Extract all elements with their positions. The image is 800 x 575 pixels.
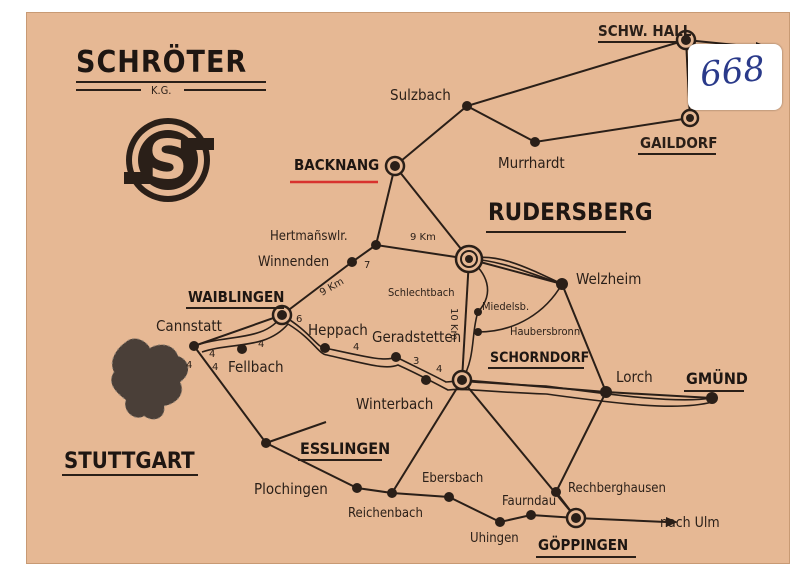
- label-uhingen: Uhingen: [470, 531, 519, 546]
- km-cannstatt-fellbach-b: 4: [212, 362, 218, 373]
- label-goeppingen: GÖPPINGEN: [538, 535, 628, 554]
- label-schorndorf: SCHORNDORF: [490, 350, 589, 366]
- label-schlechtbach: Schlechtbach: [388, 286, 455, 299]
- label-rudersberg: RUDERSBERG: [488, 198, 653, 226]
- logo-letter: S: [149, 128, 188, 191]
- label-heppach: Heppach: [308, 321, 368, 339]
- label-lorch: Lorch: [616, 368, 653, 386]
- label-geradstetten: Geradstetten: [372, 328, 461, 346]
- handwritten-note: 668: [688, 44, 782, 110]
- km-waiblingen-heppach: 6: [296, 314, 302, 325]
- km-winnenden-waiblingen: 9 Km: [318, 276, 346, 298]
- km-rudersberg-schorndorf: 10 Km: [448, 308, 459, 340]
- stops: [189, 101, 718, 527]
- label-waiblingen: WAIBLINGEN: [188, 288, 284, 306]
- label-plochingen: Plochingen: [254, 480, 328, 498]
- label-winterbach: Winterbach: [356, 395, 433, 413]
- label-welzheim: Welzheim: [576, 270, 641, 288]
- routes: [193, 39, 768, 527]
- label-haubersbronn: Haubersbronn: [510, 325, 580, 338]
- label-reichenbach: Reichenbach: [348, 506, 423, 521]
- label-sulzbach: Sulzbach: [390, 86, 451, 104]
- km-geradstetten-winterbach: 3: [413, 356, 419, 367]
- label-faurndau: Faurndau: [502, 494, 556, 509]
- label-ebersbach: Ebersbach: [422, 471, 483, 486]
- label-hertmanswlr: Hertmañswlr.: [270, 229, 348, 244]
- km-winnenden: 7: [364, 260, 370, 271]
- company-suffix: K.G.: [151, 84, 171, 97]
- km-fellbach-waiblingen: 4: [258, 339, 264, 350]
- label-schw-hall: SCHW. HALL: [598, 22, 692, 40]
- label-backnang: BACKNANG: [294, 156, 379, 174]
- km-winterbach-schorndorf: 4: [436, 364, 442, 375]
- km-heppach-geradstetten: 4: [353, 342, 359, 353]
- label-cannstatt: Cannstatt: [156, 317, 222, 335]
- route-map: SCHRÖTER K.G. S: [62, 22, 768, 558]
- hub-stops: [271, 29, 700, 529]
- label-fellbach: Fellbach: [228, 358, 284, 376]
- place-labels: SCHW. HALL Sulzbach BACKNANG Murrhardt G…: [62, 22, 748, 558]
- stuttgart-area: [111, 338, 189, 420]
- km-backnang-rudersberg: 9 Km: [410, 232, 436, 243]
- label-rechberghausen: Rechberghausen: [568, 481, 666, 496]
- label-miedelsb: Miedelsb.: [482, 300, 529, 313]
- km-stuttgart-cannstatt: 4: [186, 360, 192, 371]
- map-card: SCHRÖTER K.G. S: [26, 12, 790, 564]
- label-murrhardt: Murrhardt: [498, 154, 565, 172]
- label-winnenden: Winnenden: [258, 254, 329, 270]
- km-cannstatt-fellbach-a: 4: [209, 349, 215, 360]
- label-nach-ulm: nach Ulm: [660, 515, 720, 531]
- note-number: 668: [698, 48, 767, 96]
- label-stuttgart: STUTTGART: [64, 449, 195, 474]
- company-name: SCHRÖTER: [76, 43, 247, 80]
- label-gmuend: GMÜND: [686, 369, 748, 388]
- label-esslingen: ESSLINGEN: [300, 439, 390, 458]
- label-gaildorf: GAILDORF: [640, 134, 717, 152]
- company-logo: S: [124, 118, 214, 202]
